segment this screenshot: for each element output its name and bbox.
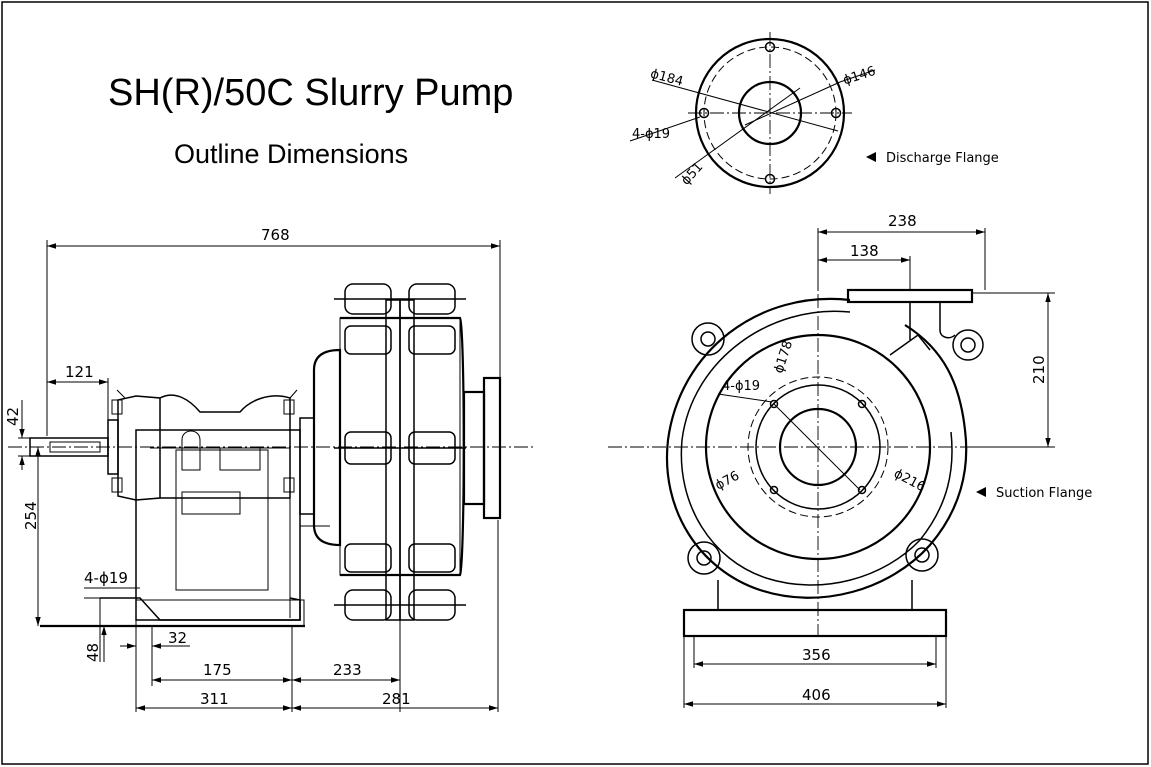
dim-foot-thickness: 48 bbox=[84, 643, 102, 662]
suction-holes: 4-ϕ19 bbox=[722, 379, 760, 394]
dim-discharge-center: 138 bbox=[850, 242, 879, 260]
discharge-flange-label: Discharge Flange bbox=[886, 151, 999, 166]
front-view: 238 138 210 ϕ178 4-ϕ19 ϕ76 ϕ216 Suction … bbox=[608, 212, 1092, 708]
dim-shaft-diameter: 42 bbox=[4, 407, 22, 426]
dim-shaft-extension: 121 bbox=[65, 363, 94, 381]
dim-base-a: 175 bbox=[203, 661, 232, 679]
dim-base-width: 406 bbox=[802, 686, 831, 704]
dim-mounting-holes: 4-ϕ19 bbox=[84, 569, 128, 587]
discharge-flange-view: ϕ184 ϕ146 4-ϕ19 ϕ51 Discharge Flange bbox=[629, 32, 999, 194]
dim-base-length: 311 bbox=[200, 690, 229, 708]
discharge-outer-diameter: ϕ184 bbox=[649, 67, 685, 90]
side-view: 768 121 42 254 4-ϕ19 48 32 175 233 311 2… bbox=[4, 226, 535, 712]
drawing-title: SH(R)/50C Slurry Pump bbox=[108, 72, 514, 114]
discharge-bolt-holes: 4-ϕ19 bbox=[632, 127, 670, 142]
dim-center-height: 254 bbox=[22, 501, 40, 530]
suction-bore: ϕ76 bbox=[713, 468, 742, 493]
dim-casing-length: 281 bbox=[382, 690, 411, 708]
discharge-bore: ϕ51 bbox=[678, 160, 706, 189]
dim-discharge-height: 210 bbox=[1030, 355, 1048, 384]
dim-overall-length: 768 bbox=[261, 226, 290, 244]
dim-foot-offset: 32 bbox=[168, 629, 187, 647]
drawing-subtitle: Outline Dimensions bbox=[174, 139, 409, 169]
dim-discharge-offset: 238 bbox=[888, 212, 917, 230]
suction-flange-label: Suction Flange bbox=[996, 486, 1092, 501]
suction-outer: ϕ216 bbox=[891, 466, 928, 495]
dim-base-bolt-span: 356 bbox=[802, 646, 831, 664]
discharge-bolt-circle: ϕ146 bbox=[841, 64, 877, 89]
dim-base-b: 233 bbox=[333, 661, 362, 679]
